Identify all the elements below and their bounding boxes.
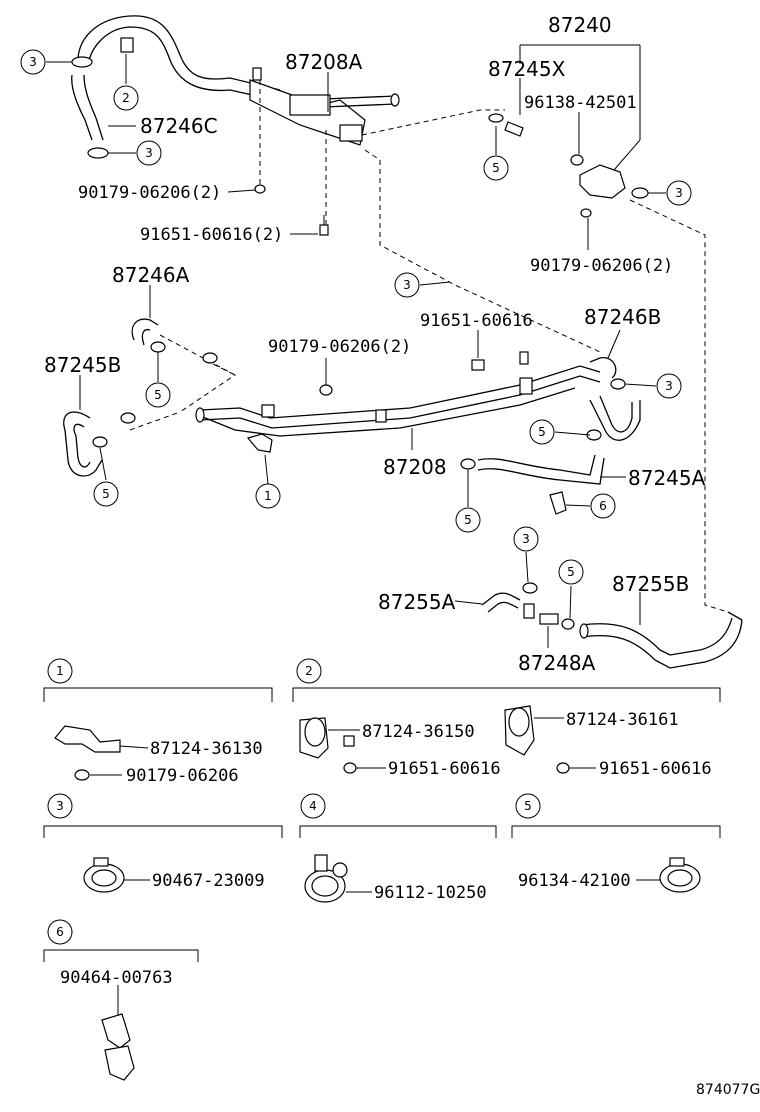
legend-4-part-1: 96112-10250: [374, 883, 487, 903]
label-91651-60616: 91651-60616: [420, 311, 533, 331]
label-87245a: 87245A: [628, 466, 706, 490]
label-90179-06206-2-right: 90179-06206(2): [530, 256, 673, 276]
legend-5-number: 5: [524, 799, 532, 813]
label-87245x: 87245X: [488, 57, 566, 81]
label-91651-60616-2: 91651-60616(2): [140, 225, 283, 245]
legend-6-part-1: 90464-00763: [60, 968, 173, 988]
ref-3-d: 3: [403, 278, 411, 292]
ref-circles: 3 2 3 5 3 3 5 3 5 5 1 6 5 3 5: [20, 49, 692, 585]
ref-3-e: 3: [665, 379, 673, 393]
ref-3-f: 3: [522, 532, 530, 546]
label-87248a: 87248A: [518, 651, 596, 675]
legend-2-part-4: 91651-60616: [599, 759, 712, 779]
bolts-top: [254, 184, 329, 236]
tube-87208: [195, 365, 601, 437]
hose-87246c: [71, 15, 281, 141]
label-87255a: 87255A: [378, 590, 456, 614]
label-87246b: 87246B: [584, 305, 661, 329]
ref-1-a: 1: [264, 489, 272, 503]
legend-1-part-2: 90179-06206: [126, 766, 239, 786]
leader-lines: [46, 44, 666, 648]
label-87245b: 87245B: [44, 353, 121, 377]
label-96138-42501: 96138-42501: [524, 93, 637, 113]
clamp-top-left: [71, 37, 134, 159]
legend-group-3: 3 90467-23009: [43, 793, 283, 893]
clip-1-installed: [246, 433, 273, 453]
ref-5-a: 5: [492, 161, 500, 175]
ref-5-b: 5: [154, 388, 162, 402]
bolts-middle: [319, 351, 529, 396]
label-87208a: 87208A: [285, 50, 363, 74]
hose-87255b: [579, 611, 743, 669]
hose-87245x: [488, 113, 524, 137]
legend-3-part-1: 90467-23009: [152, 871, 265, 891]
label-90179-06206-2-mid: 90179-06206(2): [268, 337, 411, 357]
ref-5-f: 5: [567, 565, 575, 579]
hose-87246b: [586, 357, 641, 441]
bracket-87240: [570, 154, 649, 218]
hose-87255a: [481, 582, 538, 613]
legend-6-number: 6: [56, 925, 64, 939]
legend-2-part-2: 91651-60616: [388, 759, 501, 779]
ref-5-c: 5: [538, 425, 546, 439]
hose-87245a: [460, 454, 605, 485]
ref-6-a: 6: [599, 499, 607, 513]
clamp-6-installed: [549, 491, 567, 515]
assembly-87208a: [249, 67, 400, 146]
legend-group-5: 5 96134-42100: [511, 793, 721, 893]
legend-group-1: 1 87124-36130 90179-06206: [43, 658, 273, 786]
ref-3-c: 3: [675, 186, 683, 200]
legend-4-number: 4: [309, 799, 317, 813]
label-90179-06206-2-top: 90179-06206(2): [78, 183, 221, 203]
ref-5-d: 5: [102, 487, 110, 501]
pipe-87248a: [523, 603, 575, 630]
legend-2-number: 2: [305, 664, 313, 678]
label-87208: 87208: [383, 455, 447, 479]
label-87246c: 87246C: [140, 114, 218, 138]
legend-1-number: 1: [56, 664, 64, 678]
legend-2-part-1: 87124-36150: [362, 722, 475, 742]
label-87240: 87240: [548, 13, 612, 37]
legend-group-6: 6 90464-00763: [43, 919, 199, 1081]
callout-labels: 87240 87245X 96138-42501 87208A 87246C 9…: [44, 13, 706, 675]
label-87246a: 87246A: [112, 263, 190, 287]
legend-1-part-1: 87124-36130: [150, 739, 263, 759]
ref-3-b: 3: [145, 146, 153, 160]
label-87255b: 87255B: [612, 572, 689, 596]
legend-group-4: 4 96112-10250: [299, 793, 497, 903]
legend-5-part-1: 96134-42100: [518, 871, 631, 891]
diagram-code: 874077G: [696, 1082, 760, 1098]
legend-2-part-3: 87124-36161: [566, 710, 679, 730]
legend-group-2: 2 87124-36150 91651-60616 87124-36161 91…: [292, 658, 721, 779]
legend-3-number: 3: [56, 799, 64, 813]
ref-2-a: 2: [122, 91, 130, 105]
ref-5-e: 5: [464, 513, 472, 527]
ref-3-a: 3: [29, 55, 37, 69]
hose-87246a: [131, 318, 166, 353]
hose-87245b: [63, 411, 136, 477]
